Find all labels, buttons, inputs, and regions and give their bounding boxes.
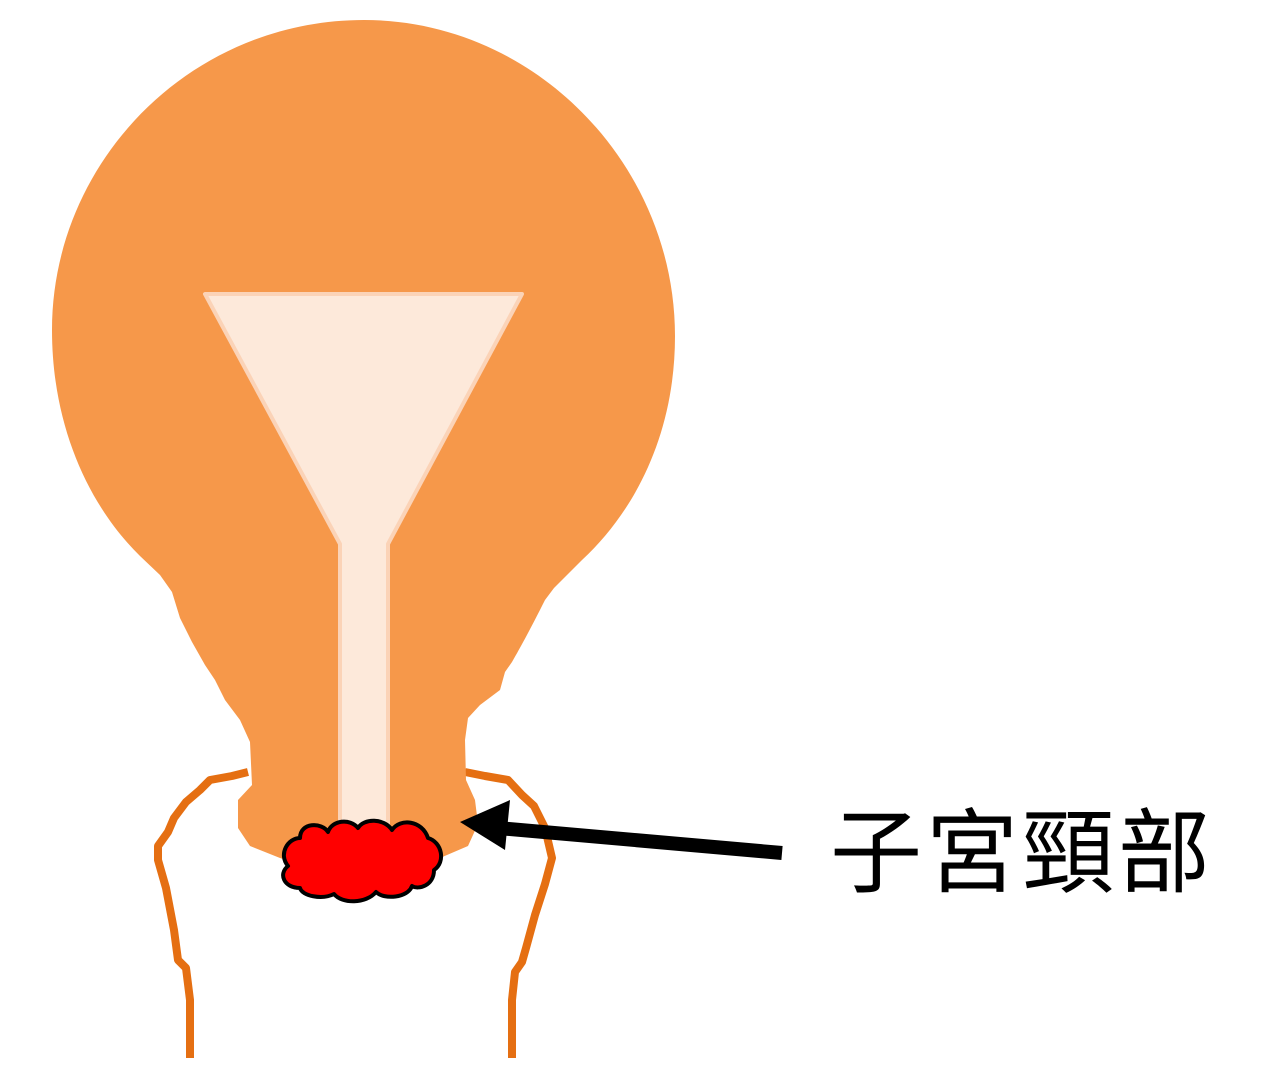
vaginal-walls	[154, 768, 556, 1058]
arrow-head	[460, 800, 510, 850]
pointer-arrow	[460, 800, 783, 860]
cervical-lesion	[281, 818, 444, 904]
cervix-label: 子宮頸部	[830, 800, 1215, 907]
arrow-shaft	[497, 821, 783, 860]
right-vaginal-wall	[464, 768, 556, 1058]
left-vaginal-wall	[154, 768, 249, 1058]
